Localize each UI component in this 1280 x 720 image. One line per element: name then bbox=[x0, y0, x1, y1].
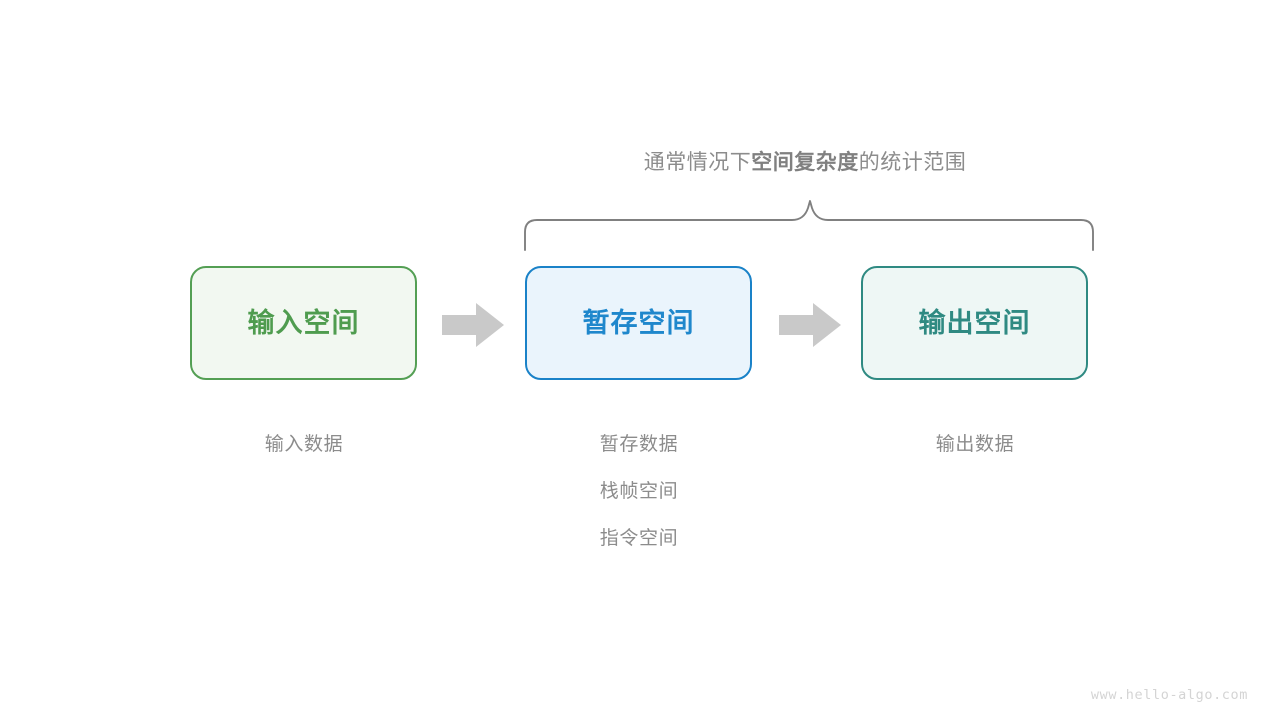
sublabels-temp: 暂存数据 栈帧空间 指令空间 bbox=[499, 421, 779, 562]
box-temp-space: 暂存空间 bbox=[525, 266, 752, 380]
box-output-space-label: 输出空间 bbox=[918, 307, 1031, 338]
curly-brace-icon bbox=[515, 196, 1101, 252]
sublabel-item: 输出数据 bbox=[935, 434, 1015, 455]
sublabel-item: 指令空间 bbox=[599, 528, 679, 549]
scope-caption: 通常情况下空间复杂度的统计范围 bbox=[0, 146, 1280, 180]
arrow-right-icon-2 bbox=[779, 303, 841, 347]
caption-prefix: 通常情况下 bbox=[643, 151, 752, 174]
box-output-space: 输出空间 bbox=[861, 266, 1088, 380]
box-temp-space-label: 暂存空间 bbox=[582, 307, 695, 338]
watermark: www.hello-algo.com bbox=[1090, 687, 1248, 703]
caption-suffix: 的统计范围 bbox=[858, 151, 967, 174]
arrow-right-icon-1 bbox=[442, 303, 504, 347]
caption-emphasis: 空间复杂度 bbox=[751, 151, 859, 174]
sublabel-item: 输入数据 bbox=[264, 434, 344, 455]
box-input-space: 输入空间 bbox=[190, 266, 417, 380]
sublabels-output: 输出数据 bbox=[835, 421, 1115, 468]
sublabel-item: 暂存数据 bbox=[599, 434, 679, 455]
box-input-space-label: 输入空间 bbox=[247, 307, 360, 338]
sublabel-item: 栈帧空间 bbox=[599, 481, 679, 502]
sublabels-input: 输入数据 bbox=[164, 421, 444, 468]
